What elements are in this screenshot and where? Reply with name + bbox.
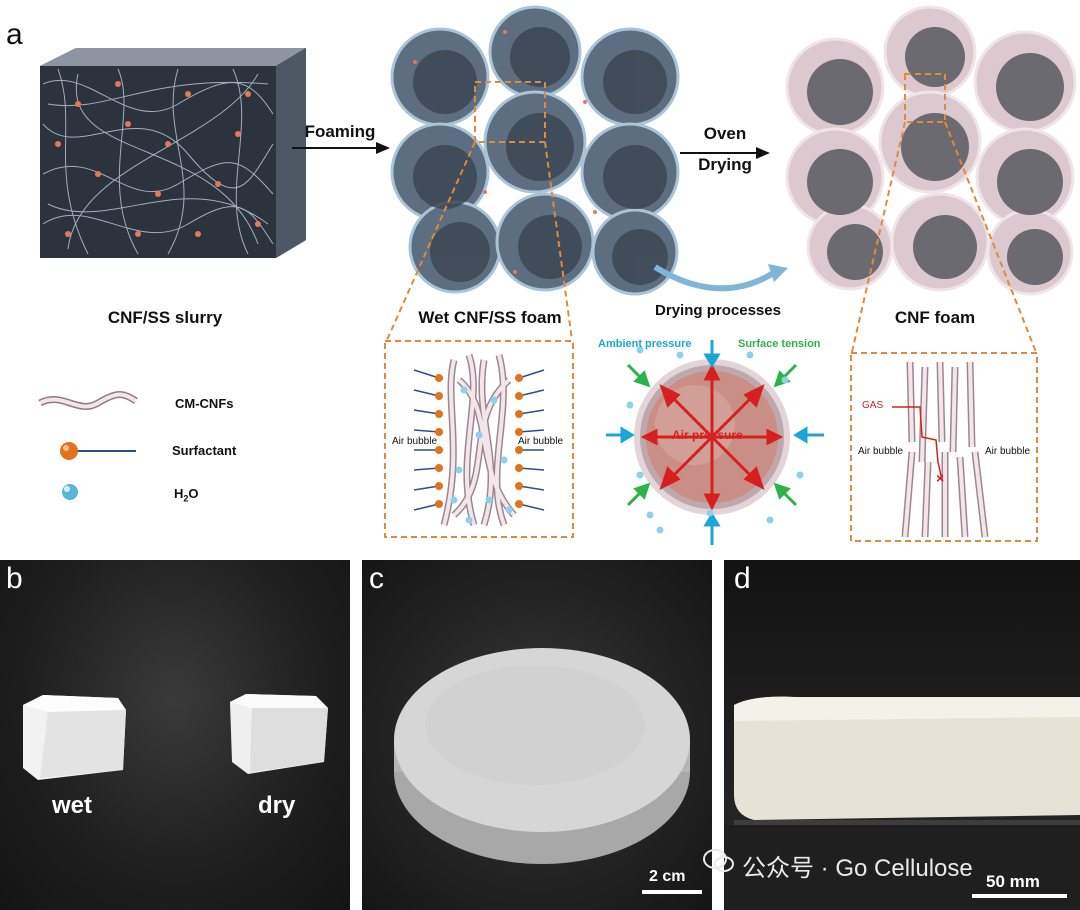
gas-label: GAS <box>862 400 884 411</box>
ambient-pressure-label: Ambient pressure <box>598 338 692 350</box>
panel-d-letter: d <box>734 562 751 595</box>
scale-label-c: 2 cm <box>649 868 686 885</box>
air-pressure-label: Air pressure <box>672 428 743 442</box>
drying-label: Drying <box>698 155 752 174</box>
watermark-text: 公众号 · Go Cellulose <box>742 855 973 882</box>
dry-foam-cluster <box>785 5 1077 296</box>
panel-b-photo: wet dry <box>0 560 350 910</box>
wet-foam-caption: Wet CNF/SS foam <box>418 308 562 327</box>
slurry-caption: CNF/SS slurry <box>107 308 223 327</box>
drying-process-arrow <box>653 264 788 292</box>
oven-label: Oven <box>703 124 747 143</box>
legend-water-label: H2O <box>174 486 199 504</box>
wet-inset-right-label: Air bubble <box>518 436 564 447</box>
foam-slab <box>734 696 1080 825</box>
block-mark: × <box>936 470 945 486</box>
wet-label: wet <box>52 792 93 819</box>
dry-foam-sample <box>230 694 328 774</box>
cnf-legend-icon <box>38 391 138 410</box>
drying-processes-caption: Drying processes <box>655 302 781 319</box>
panel-c-photo: 2 cm <box>362 560 712 910</box>
foam-disc <box>394 648 690 864</box>
drying-forces-diagram <box>606 340 824 545</box>
cnf-foam-caption: CNF foam <box>894 308 976 327</box>
surfactant-legend-icon <box>60 442 136 460</box>
panel-a-letter: a <box>6 18 23 51</box>
wet-foam-inset <box>384 340 574 538</box>
dry-label: dry <box>258 792 296 819</box>
scale-label-d: 50 mm <box>986 872 1040 891</box>
cnf-foam-inset <box>850 352 1038 542</box>
wet-foam-cluster <box>390 5 680 296</box>
panel-c-letter: c <box>369 562 384 595</box>
drying-arrow <box>680 147 770 159</box>
foaming-arrow <box>292 142 390 154</box>
legend-cnf-label: CM-CNFs <box>175 396 234 411</box>
slurry-cube <box>40 48 306 258</box>
water-legend-icon <box>62 484 78 500</box>
foaming-label: Foaming <box>304 122 376 141</box>
foam-inset-right-label: Air bubble <box>985 446 1031 457</box>
wet-foam-sample <box>23 695 126 780</box>
scale-bar-c <box>642 890 702 894</box>
panel-b-letter: b <box>6 562 23 595</box>
panel-d-photo: 50 mm <box>724 560 1080 910</box>
lead-lines <box>386 121 1037 353</box>
legend-surfactant-label: Surfactant <box>172 443 237 458</box>
scale-bar-d <box>972 894 1067 898</box>
foam-inset-left-label: Air bubble <box>858 446 904 457</box>
wechat-icon <box>703 848 735 874</box>
surface-tension-label: Surface tension <box>738 338 821 350</box>
wet-inset-left-label: Air bubble <box>392 436 438 447</box>
